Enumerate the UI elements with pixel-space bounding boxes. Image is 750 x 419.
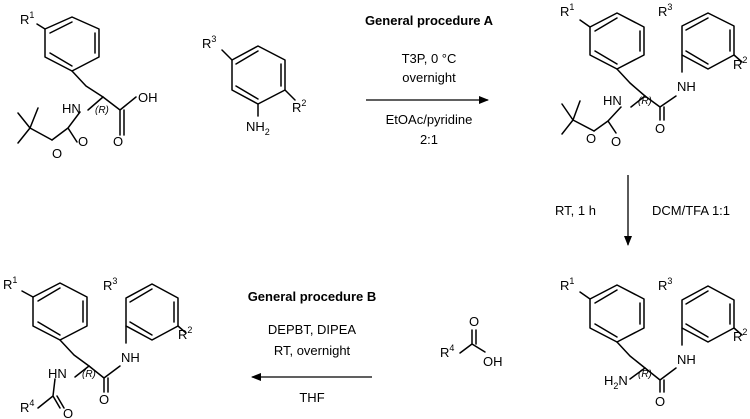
r2-label: R2 <box>733 55 747 72</box>
nh-label: NH <box>121 350 140 365</box>
o-label: O <box>655 121 665 136</box>
free-amine-structure <box>579 284 743 393</box>
oh-label: OH <box>483 354 503 369</box>
r2-label: R2 <box>178 325 192 342</box>
stereo-label: (R) <box>638 96 652 107</box>
procedure-a-solvent: EtOAc/pyridine <box>386 112 473 127</box>
procedure-a-time: overnight <box>402 70 456 85</box>
r1-label: R1 <box>3 275 17 292</box>
o-label: O <box>113 134 123 149</box>
r4-label: R4 <box>440 343 454 360</box>
r1-label: R1 <box>560 276 574 293</box>
procedure-a-ratio: 2:1 <box>420 132 438 147</box>
r3-label: R3 <box>103 276 117 293</box>
o-label: O <box>469 314 479 329</box>
o-label: O <box>99 392 109 407</box>
h2n-label: H2N <box>604 373 628 391</box>
nh-label: NH <box>677 352 696 367</box>
deprotection-solvent: DCM/TFA 1:1 <box>652 203 730 218</box>
r3-label: R3 <box>658 2 672 19</box>
r1-label: R1 <box>560 2 574 19</box>
nh2-label: NH2 <box>246 119 270 137</box>
stereo-label: (R) <box>82 369 96 380</box>
procedure-b-solvent: THF <box>299 390 324 405</box>
stereo-label: (R) <box>95 105 109 116</box>
r3-label: R3 <box>658 276 672 293</box>
procedure-a-title: General procedure A <box>365 13 494 28</box>
r2-label: R2 <box>292 98 306 115</box>
procedure-b-time: RT, overnight <box>274 343 351 358</box>
r4-label: R4 <box>20 398 34 415</box>
final-product-structure <box>21 282 187 409</box>
o-label: O <box>611 134 621 149</box>
procedure-a-reagent: T3P, 0 °C <box>402 51 457 66</box>
procedure-b-reagents: DEPBT, DIPEA <box>268 322 356 337</box>
oh-label: OH <box>138 90 158 105</box>
o-label: O <box>63 406 73 419</box>
boc-amide-structure <box>561 12 743 135</box>
deprotection-conditions: RT, 1 h <box>555 203 596 218</box>
r2-label: R2 <box>733 327 747 344</box>
boc-amino-acid-structure <box>17 16 137 144</box>
hn-label: HN <box>603 93 622 108</box>
nh-label: NH <box>677 79 696 94</box>
carboxylic-acid-structure <box>459 329 486 354</box>
o-label: O <box>586 131 596 146</box>
o-label: O <box>655 394 665 409</box>
o-label: O <box>78 134 88 149</box>
o-label: O <box>52 146 62 161</box>
stereo-label: (R) <box>638 369 652 380</box>
hn-label: HN <box>48 366 67 381</box>
aniline-structure <box>221 45 296 117</box>
r3-label: R3 <box>202 34 216 51</box>
r1-label: R1 <box>20 10 34 27</box>
hn-label: HN <box>62 101 81 116</box>
procedure-b-title: General procedure B <box>248 289 377 304</box>
